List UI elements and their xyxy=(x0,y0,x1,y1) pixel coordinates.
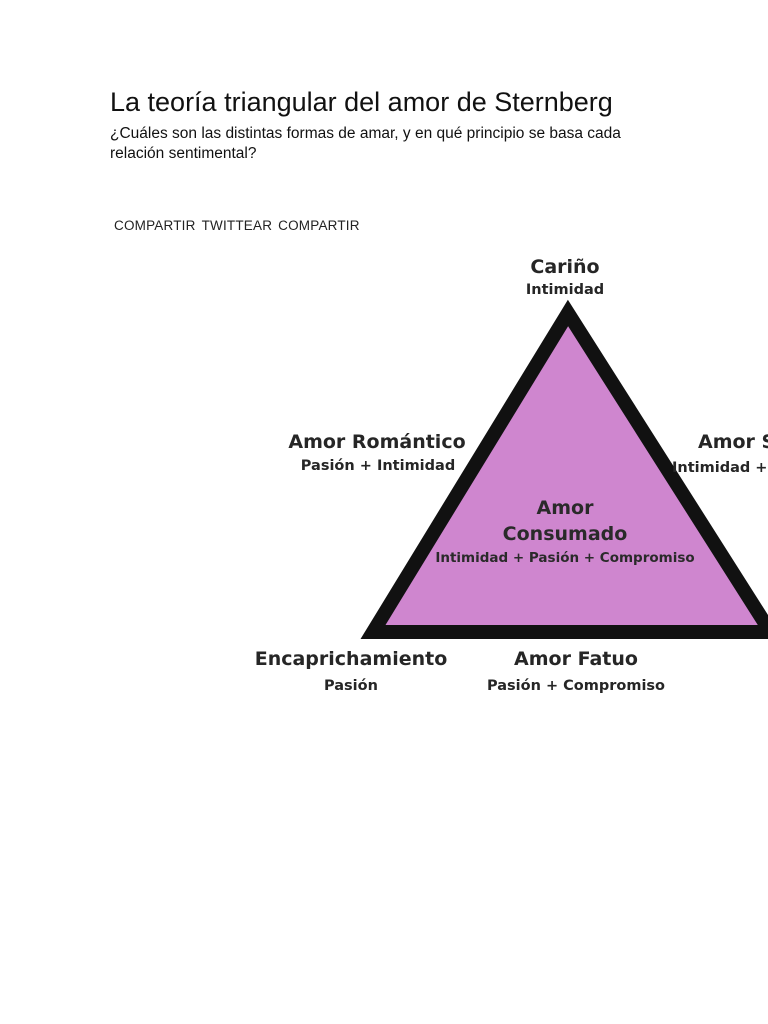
top-vertex-title: Cariño xyxy=(530,256,599,278)
top-vertex-subtitle: Intimidad xyxy=(526,282,604,298)
bottom-center-title: Amor Fatuo xyxy=(514,648,638,670)
love-triangle-diagram: Cariño Intimidad Amor Romántico Pasión +… xyxy=(255,256,768,694)
share-twitter-link[interactable]: TWITTEAR xyxy=(201,218,273,233)
share-bar: COMPARTIR TWITTEAR COMPARTIR xyxy=(114,218,360,233)
right-side-subtitle: Intimidad + xyxy=(672,460,767,476)
share-other-link[interactable]: COMPARTIR xyxy=(278,218,360,233)
bottom-center-subtitle: Pasión + Compromiso xyxy=(487,678,665,694)
left-side-subtitle: Pasión + Intimidad xyxy=(301,458,455,474)
bottom-left-subtitle: Pasión xyxy=(324,678,378,694)
right-side-title: Amor S xyxy=(698,431,768,453)
left-side-title: Amor Romántico xyxy=(288,431,465,453)
share-facebook-link[interactable]: COMPARTIR xyxy=(114,218,196,233)
page-subtitle: ¿Cuáles son las distintas formas de amar… xyxy=(110,125,621,162)
center-title-line1: Amor xyxy=(537,497,595,519)
love-triangle-shape xyxy=(360,299,768,639)
center-title-line2: Consumado xyxy=(503,523,628,545)
page-title: La teoría triangular del amor de Sternbe… xyxy=(110,87,613,117)
love-triangle-figure: Cariño Intimidad Amor Romántico Pasión +… xyxy=(0,240,768,730)
center-subtitle: Intimidad + Pasión + Compromiso xyxy=(435,550,694,566)
article-header: La teoría triangular del amor de Sternbe… xyxy=(110,86,670,164)
bottom-left-title: Encaprichamiento xyxy=(255,648,448,670)
